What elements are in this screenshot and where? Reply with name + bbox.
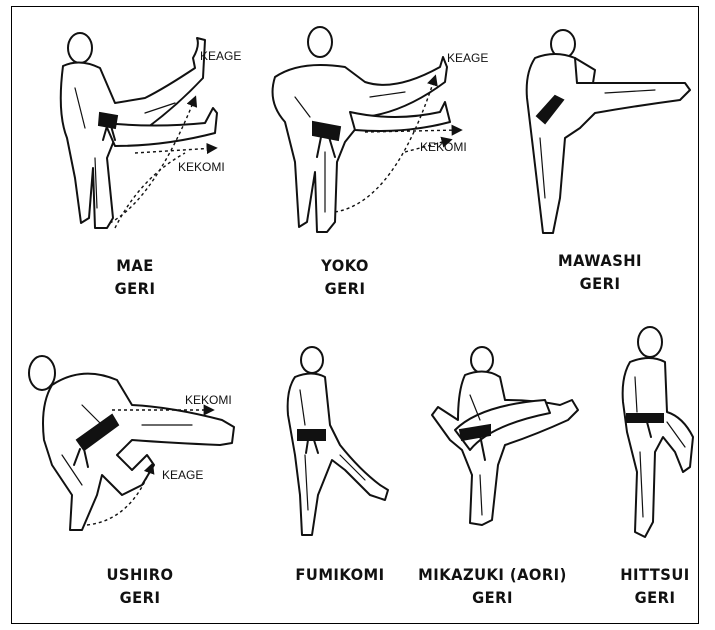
yoko-kekomi-label: KEKOMI	[420, 140, 467, 154]
kick-suffix: GERI	[324, 279, 366, 298]
kick-suffix: GERI	[114, 279, 156, 298]
yoko-geri-figure	[271, 26, 463, 233]
mikazuki-geri-figure	[431, 346, 579, 526]
diagram-frame	[11, 6, 699, 624]
kick-name: YOKO	[321, 256, 369, 275]
kick-name: MAWASHI	[558, 251, 642, 270]
kick-suffix: GERI	[579, 274, 621, 293]
fumikomi-title: FUMIKOMI	[280, 563, 400, 586]
kick-name: FUMIKOMI	[295, 565, 385, 584]
mae-kekomi-label: KEKOMI	[178, 160, 225, 174]
yoko-geri-title: YOKO GERI	[299, 254, 391, 300]
mawashi-geri-figure	[525, 29, 691, 234]
mae-geri-title: MAE GERI	[89, 254, 181, 300]
kick-name: MIKAZUKI (AORI)	[418, 565, 567, 584]
kick-suffix: GERI	[472, 588, 513, 607]
kick-name: USHIRO	[106, 565, 174, 584]
ushiro-kekomi-label: KEKOMI	[185, 393, 232, 407]
ushiro-geri-title: USHIRO GERI	[85, 563, 195, 609]
ushiro-geri-figure	[28, 355, 235, 531]
yoko-keage-label: KEAGE	[447, 51, 489, 65]
kick-name: HITTSUI	[620, 565, 690, 584]
kick-name: MAE	[116, 256, 154, 275]
mae-keage-label: KEAGE	[200, 49, 242, 63]
kick-suffix: GERI	[634, 588, 676, 607]
mawashi-geri-title: MAWASHI GERI	[540, 249, 660, 295]
kick-suffix: GERI	[119, 588, 161, 607]
mikazuki-geri-title: MIKAZUKI (AORI) GERI	[417, 563, 569, 609]
fumikomi-figure	[286, 346, 389, 536]
ushiro-keage-label: KEAGE	[162, 468, 204, 482]
hittsui-geri-figure	[621, 326, 694, 538]
mae-geri-figure	[59, 32, 218, 229]
hittsui-geri-title: HITTSUI GERI	[614, 563, 697, 609]
